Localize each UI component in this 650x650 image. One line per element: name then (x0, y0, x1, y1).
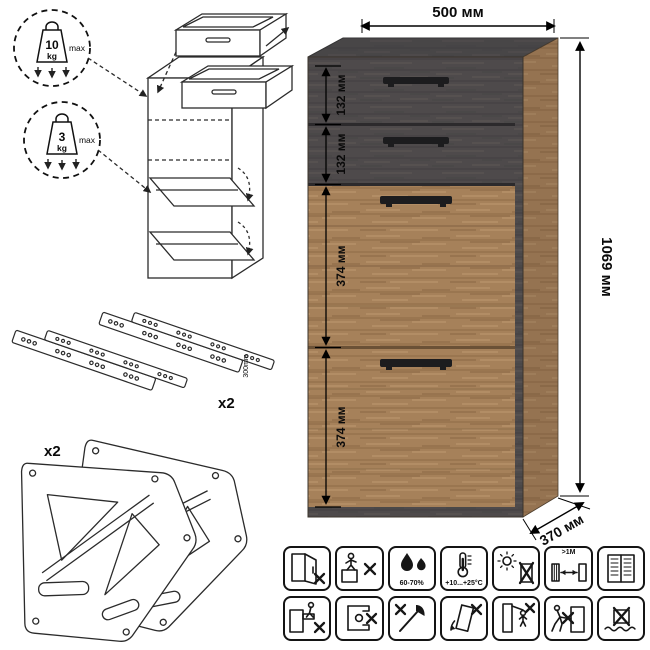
icon-cell-no-hanging (492, 596, 541, 641)
drawer-rails: x2 300mm (11, 301, 276, 412)
no-outdoor-moisture-icon (604, 606, 636, 631)
section-dimension-label-3: 374 мм (334, 245, 348, 286)
cabinet-handles (380, 77, 452, 370)
icon-cell-no-sharp-tools (387, 596, 436, 641)
icon-cell-humidity: 60-70% (387, 546, 436, 591)
width-dimension-label: 500 мм (432, 4, 483, 21)
weight-max: max (69, 43, 86, 53)
icon-cell-no-moisture (596, 596, 645, 641)
humidity-label: 60-70% (399, 580, 424, 587)
heat-source-distance-icon (550, 562, 587, 582)
icon-cell-ventilation (596, 546, 645, 591)
height-dimension-label: 1069 мм (598, 237, 615, 297)
assembly-diagram (145, 13, 293, 280)
side-frames: x2 (18, 438, 258, 646)
depth-dimension-label: 370 мм (537, 511, 587, 549)
weight-badge-3kg: 3 kg max (23, 101, 101, 179)
icon-cell-heat-distance: >1M (544, 546, 593, 591)
cabinet-render (307, 37, 559, 518)
icon-cell-no-tilting (439, 596, 489, 641)
rails-length-label: 300mm (243, 354, 250, 378)
rails-qty-label: x2 (218, 395, 235, 412)
icon-cell-no-climbing (335, 546, 384, 591)
no-climbing-icon (341, 552, 377, 583)
dimension-lines (315, 19, 591, 541)
weight-unit: kg (47, 51, 57, 61)
humidity-icon (400, 552, 426, 571)
distance-label: >1M (561, 549, 576, 556)
icon-cell-tip-over (283, 546, 332, 591)
icon-cell-no-clamping (335, 596, 384, 641)
ventilation-icon (607, 553, 635, 583)
icon-cell-temperature: +10...+25°C (439, 546, 489, 591)
weight-value: 10 (45, 38, 59, 52)
frames-qty-label: x2 (44, 443, 61, 460)
temperature-icon (457, 551, 472, 577)
no-tilting-icon (450, 603, 483, 632)
weight-unit: kg (57, 143, 67, 153)
door-front-2 (308, 349, 523, 507)
no-clamping-pressure-icon (347, 604, 378, 631)
no-sitting-on-drawers-icon (289, 601, 326, 633)
drawer-front-1 (308, 66, 523, 123)
no-direct-sunlight-icon (497, 550, 535, 584)
weight-value: 3 (59, 130, 66, 144)
tip-over-warning-icon (291, 552, 326, 585)
section-dimension-label-1: 132 мм (334, 74, 348, 115)
weight-limit-badges: 10 kg max 3 kg max (13, 9, 152, 193)
no-hanging-on-doors-icon (502, 602, 536, 633)
icon-cell-no-dragging (544, 596, 593, 641)
icon-cell-no-sitting (283, 596, 332, 641)
no-dragging-icon (550, 604, 585, 633)
drawer-front-2 (308, 126, 523, 183)
no-sharp-tools-icon (394, 603, 425, 632)
temperature-label: +10...+25°C (445, 580, 483, 587)
section-dimension-label-2: 132 мм (334, 133, 348, 174)
section-dimension-label-4: 374 мм (334, 406, 348, 447)
icon-cell-no-sunlight (492, 546, 541, 591)
weight-max: max (79, 135, 96, 145)
care-icons-grid: 60-70% +10...+25°C >1M (283, 546, 645, 641)
weight-badge-10kg: 10 kg max (13, 9, 91, 87)
